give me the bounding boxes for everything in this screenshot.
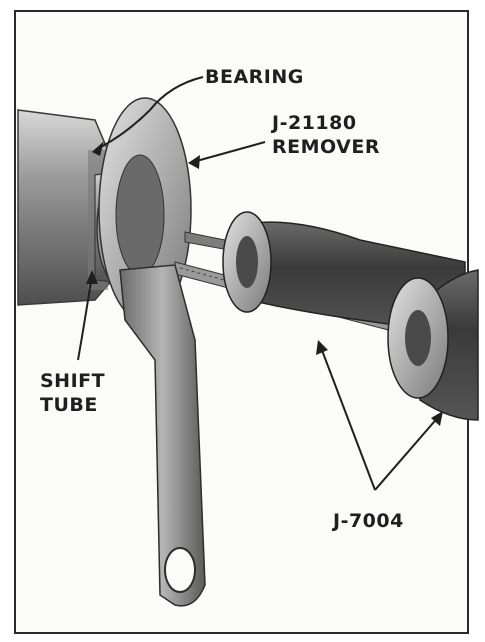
shift-tube-label-line2: TUBE: [40, 394, 98, 416]
lower-slide-hammer: [387, 269, 479, 421]
bearing-arrowhead: [92, 141, 104, 156]
remover-arrowhead: [188, 155, 200, 169]
tool-number-label: J-7004: [333, 510, 404, 532]
leader-lines: [77, 76, 441, 491]
shift-tube-label-line1: SHIFT: [40, 370, 106, 392]
remover-arm: [119, 264, 206, 607]
tool-right-arrowhead: [431, 411, 443, 426]
shift-tube-arrowhead: [86, 270, 98, 284]
bearing-label: BEARING: [205, 66, 304, 88]
tool-leader-right: [374, 414, 441, 491]
tool-leader-left: [319, 344, 376, 491]
remover-label: REMOVER: [272, 136, 380, 158]
tool-left-arrowhead: [316, 340, 328, 355]
arrowheads: [86, 141, 443, 426]
bearing-leader: [94, 76, 204, 151]
remover-part-number: J-21180: [272, 112, 357, 134]
remover-leader: [192, 141, 266, 163]
